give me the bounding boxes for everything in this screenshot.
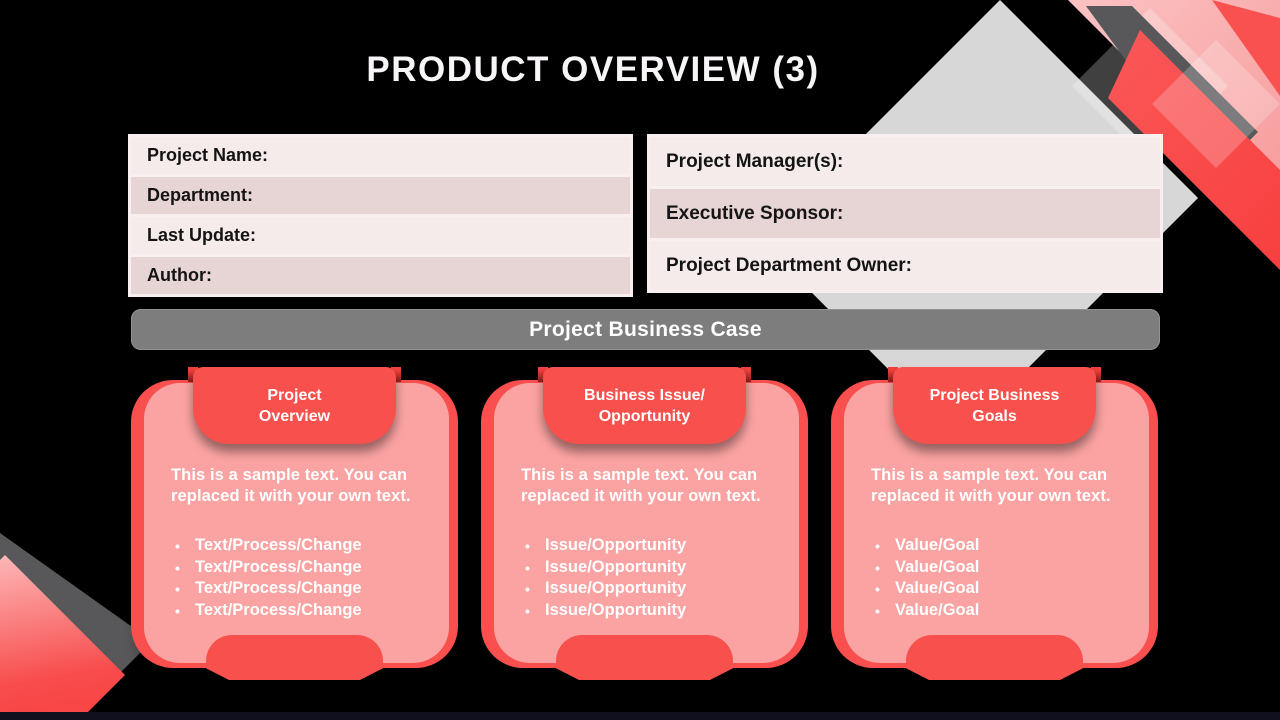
card-bottom-tab (206, 635, 383, 680)
project-info-table-left: Project Name: Department: Last Update: A… (128, 134, 633, 297)
card-bullet-list: Value/Goal Value/Goal Value/Goal Value/G… (871, 535, 1136, 622)
section-bar-label: Project Business Case (529, 317, 762, 341)
card-bullet-list: Issue/Opportunity Issue/Opportunity Issu… (521, 535, 786, 622)
card-header-line: Business Issue/ (584, 386, 705, 404)
bullet-item: Text/Process/Change (171, 578, 436, 600)
bullet-item: Text/Process/Change (171, 557, 436, 578)
ribbon-fold-shape (741, 367, 751, 382)
bullet-item: Text/Process/Change (171, 535, 436, 557)
bullet-item: Value/Goal (871, 535, 1136, 557)
table-row-last-update: Last Update: (131, 217, 630, 254)
card-bullet-list: Text/Process/Change Text/Process/Change … (171, 535, 436, 622)
card-body-text: This is a sample text. You can (521, 466, 758, 484)
card-content: This is a sample text. You can replaced … (171, 465, 436, 621)
bullet-item: Value/Goal (871, 557, 1136, 578)
bullet-item: Issue/Opportunity (521, 578, 786, 600)
section-bar: Project Business Case (131, 309, 1160, 350)
card-business-issue-opportunity: Business Issue/ Opportunity This is a sa… (481, 367, 808, 680)
card-header-tab: Project Business Goals (893, 367, 1096, 444)
table-row-executive-sponsor: Executive Sponsor: (650, 189, 1160, 238)
card-body-text: replaced it with your own text. (871, 487, 1111, 505)
project-info-table-right: Project Manager(s): Executive Sponsor: P… (647, 134, 1163, 293)
card-header-tab: Business Issue/ Opportunity (543, 367, 746, 444)
card-project-overview: Project Overview This is a sample text. … (131, 367, 458, 680)
card-content: This is a sample text. You can replaced … (871, 465, 1136, 621)
card-body-text: replaced it with your own text. (521, 487, 761, 505)
card-bottom-tab (906, 635, 1083, 680)
card-content: This is a sample text. You can replaced … (521, 465, 786, 621)
table-row-project-name: Project Name: (131, 137, 630, 174)
bullet-item: Text/Process/Change (171, 600, 436, 621)
ribbon-fold-shape (391, 367, 401, 382)
table-row-author: Author: (131, 257, 630, 294)
bullet-item: Issue/Opportunity (521, 600, 786, 621)
card-body-text: This is a sample text. You can (871, 466, 1108, 484)
card-header-line: Overview (258, 407, 331, 425)
table-row-department: Department: (131, 177, 630, 214)
slide-title: PRODUCT OVERVIEW (3) (366, 50, 820, 89)
bullet-item: Issue/Opportunity (521, 557, 786, 578)
bullet-item: Value/Goal (871, 600, 1136, 621)
bottom-accent-bar (0, 712, 1280, 720)
card-body-text: This is a sample text. You can (171, 466, 408, 484)
table-row-project-manager: Project Manager(s): (650, 137, 1160, 186)
table-row-department-owner: Project Department Owner: (650, 241, 1160, 290)
card-body-text: replaced it with your own text. (171, 487, 411, 505)
card-project-business-goals: Project Business Goals This is a sample … (831, 367, 1158, 680)
card-header-line: Project (267, 386, 322, 404)
card-header-line: Project Business (929, 386, 1060, 404)
card-bottom-tab (556, 635, 733, 680)
bullet-item: Issue/Opportunity (521, 535, 786, 557)
bullet-item: Value/Goal (871, 578, 1136, 600)
card-header-line: Opportunity (598, 407, 691, 425)
card-header-tab: Project Overview (193, 367, 396, 444)
card-header-line: Goals (972, 407, 1017, 425)
